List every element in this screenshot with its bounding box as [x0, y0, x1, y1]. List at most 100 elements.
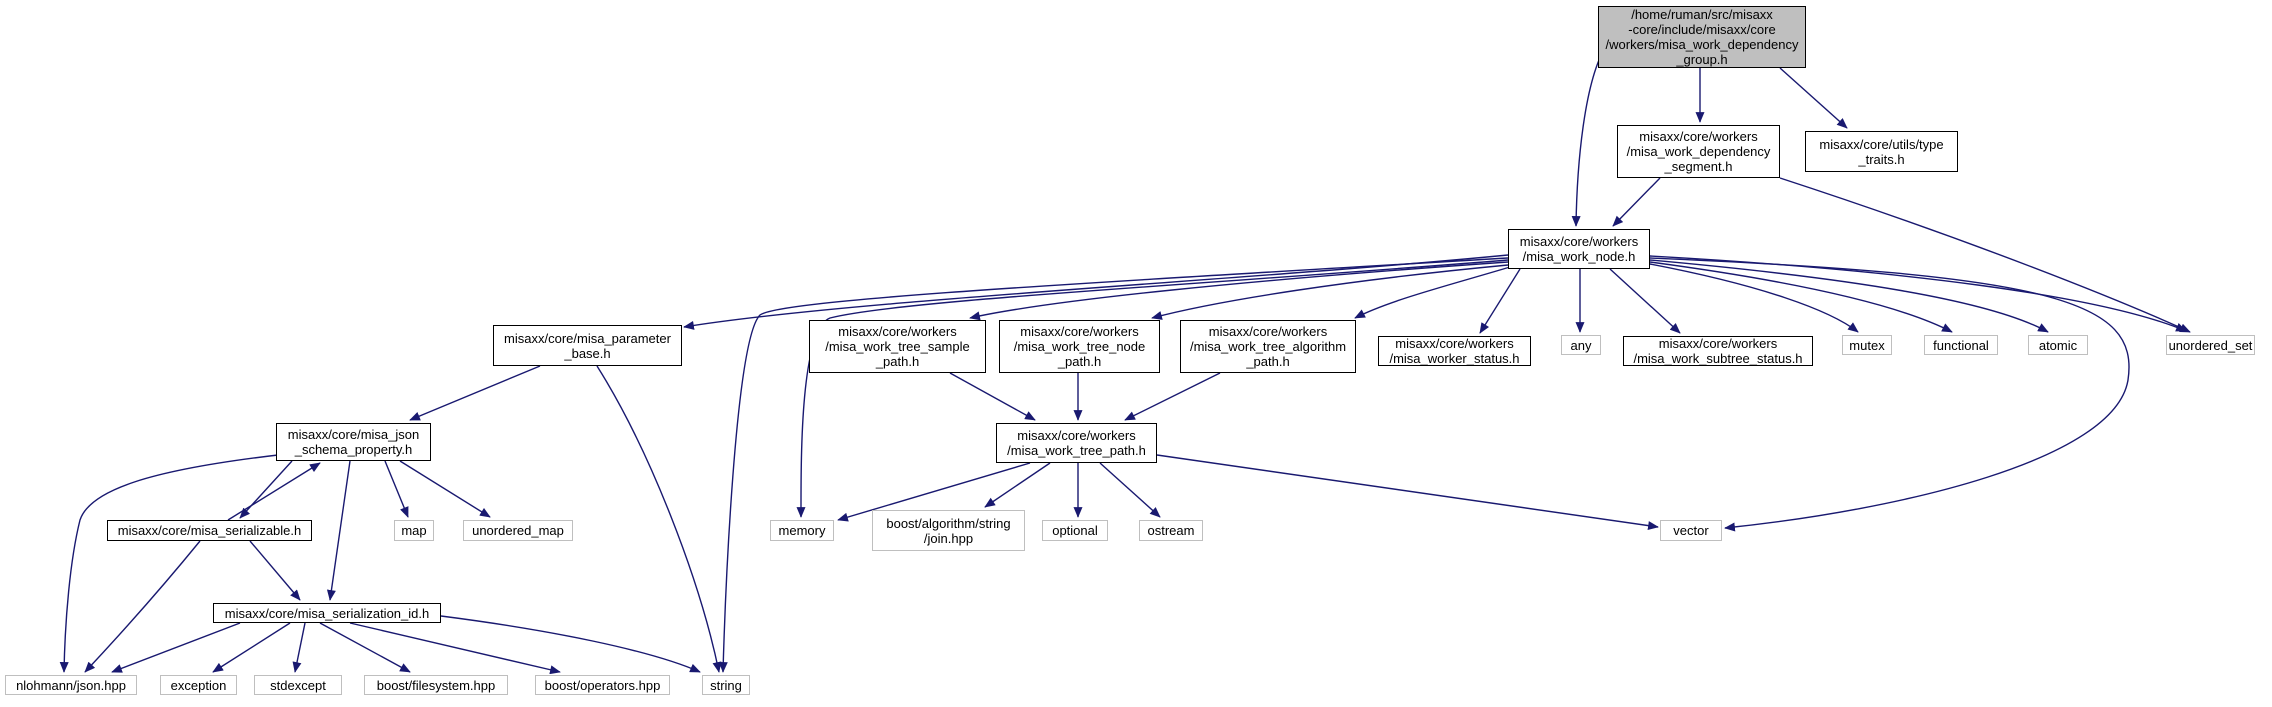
node-param-base[interactable]: misaxx/core/misa_parameter_base.h: [493, 325, 682, 366]
node-subtree-status[interactable]: misaxx/core/workers/misa_work_subtree_st…: [1623, 336, 1813, 366]
edge-dep_segment-to-work_node: [1612, 177, 1661, 227]
node-label-line: boost/filesystem.hpp: [376, 677, 496, 693]
node-label-line: misaxx/core/workers: [1519, 234, 1639, 249]
edge-work_node-to-atomic: [1649, 259, 2049, 333]
node-label-line: boost/algorithm/string: [886, 515, 1011, 531]
node-exception: exception: [160, 675, 237, 695]
node-json-schema[interactable]: misaxx/core/misa_json_schema_property.h: [276, 423, 431, 461]
edge-serializable-to-json_schema: [227, 462, 321, 521]
node-label-line: vector: [1673, 523, 1709, 538]
node-label-line: misaxx/core/utils/type: [1819, 136, 1944, 152]
edge-root-to-type_traits: [1779, 67, 1848, 129]
edge-serialization_id-to-nlohmann: [111, 622, 241, 673]
node-label-line: _traits.h: [1858, 151, 1905, 167]
node-label-line: /misa_work_dependency: [1626, 144, 1771, 159]
edge-sample_path-to-tree_path: [949, 372, 1036, 421]
node-boost-join: boost/algorithm/string/join.hpp: [872, 510, 1025, 551]
node-map: map: [394, 520, 434, 541]
node-label-line: map: [401, 523, 427, 538]
node-label-line: misaxx/core/workers: [1395, 336, 1514, 351]
node-mutex: mutex: [1842, 335, 1892, 355]
edge-tree_path-to-ostream: [1099, 462, 1161, 518]
node-label-line: misaxx/core/workers: [1208, 324, 1328, 339]
node-node-path[interactable]: misaxx/core/workers/misa_work_tree_node_…: [999, 320, 1160, 373]
edge-serializable-to-nlohmann: [84, 540, 201, 673]
edge-json_schema-to-serialization_id: [326, 460, 351, 601]
edge-json_schema-to-map: [384, 460, 409, 518]
node-optional: optional: [1042, 520, 1108, 541]
node-label-line: string: [710, 677, 742, 693]
node-stdexcept: stdexcept: [254, 675, 342, 695]
node-label-line: exception: [170, 677, 227, 693]
node-root[interactable]: /home/ruman/src/misaxx-core/include/misa…: [1598, 6, 1806, 68]
edge-tree_path-to-vector: [1156, 454, 1659, 531]
node-label-line: atomic: [2038, 337, 2078, 353]
node-label-line: _schema_property.h: [294, 442, 413, 457]
edge-work_node-to-vector: [1649, 257, 2130, 532]
node-boost-fs: boost/filesystem.hpp: [364, 675, 508, 695]
edge-json_schema-to-serializable: [239, 460, 293, 519]
node-label-line: /home/ruman/src/misaxx: [1631, 7, 1773, 22]
edge-tree_path-to-boost_join: [984, 462, 1051, 508]
node-label-line: optional: [1052, 523, 1098, 538]
node-any: any: [1561, 335, 1601, 355]
node-label-line: -core/include/misaxx/core: [1628, 22, 1776, 37]
edge-serialization_id-to-stdexcept: [292, 622, 306, 673]
node-dep-segment[interactable]: misaxx/core/workers/misa_work_dependency…: [1617, 125, 1780, 178]
node-label-line: _path.h: [875, 354, 920, 369]
node-tree-path[interactable]: misaxx/core/workers/misa_work_tree_path.…: [996, 423, 1157, 463]
node-work-node[interactable]: misaxx/core/workers/misa_work_node.h: [1508, 229, 1650, 269]
node-memory: memory: [770, 520, 834, 541]
edge-param_base-to-string: [596, 365, 722, 673]
node-label-line: ostream: [1147, 523, 1195, 538]
node-label-line: misaxx/core/workers: [1639, 129, 1758, 144]
node-functional: functional: [1924, 335, 1998, 355]
node-label-line: misaxx/core/workers: [838, 324, 957, 339]
node-label-line: _group.h: [1676, 52, 1728, 67]
edge-serialization_id-to-string: [440, 615, 701, 673]
node-serialization-id[interactable]: misaxx/core/misa_serialization_id.h: [213, 603, 441, 623]
edge-algo_path-to-tree_path: [1124, 372, 1221, 421]
node-serializable[interactable]: misaxx/core/misa_serializable.h: [107, 520, 312, 541]
edge-tree_path-to-memory: [837, 462, 1031, 522]
node-label-line: /misa_work_tree_path.h: [1007, 443, 1146, 458]
edge-work_node-to-worker_status: [1479, 268, 1521, 334]
node-label-line: misaxx/core/workers: [1020, 324, 1139, 339]
node-label-line: unordered_set: [2168, 337, 2253, 353]
edge-work_node-to-subtree_status: [1609, 268, 1681, 334]
edge-serialization_id-to-exception: [212, 622, 291, 673]
node-label-line: _segment.h: [1664, 159, 1733, 174]
edge-root-to-work_node: [1571, 45, 1607, 227]
node-label-line: /misa_work_tree_sample: [825, 339, 970, 354]
edge-work_node-to-string: [718, 257, 1509, 673]
edge-json_schema-to-unordered_map: [399, 460, 491, 518]
node-unordered-set: unordered_set: [2166, 335, 2255, 355]
node-label-line: /join.hpp: [923, 530, 974, 546]
node-worker-status[interactable]: misaxx/core/workers/misa_worker_status.h: [1378, 336, 1531, 366]
edge-dep_segment-to-unordered_set: [1779, 177, 2191, 333]
node-label-line: _path.h: [1057, 354, 1102, 369]
node-type-traits[interactable]: misaxx/core/utils/type_traits.h: [1805, 131, 1958, 172]
node-nlohmann: nlohmann/json.hpp: [5, 675, 137, 695]
node-label-line: /misa_work_node.h: [1522, 249, 1636, 264]
edge-work_node-to-algo_path: [1354, 266, 1511, 319]
edge-serialization_id-to-boost_fs: [319, 622, 411, 673]
edge-param_base-to-json_schema: [409, 365, 541, 421]
node-label-line: any: [1570, 337, 1592, 353]
node-string: string: [702, 675, 750, 695]
node-label-line: functional: [1933, 337, 1989, 353]
node-label-line: _base.h: [564, 345, 611, 361]
node-algo-path[interactable]: misaxx/core/workers/misa_work_tree_algor…: [1180, 320, 1356, 373]
node-label-line: /misa_work_subtree_status.h: [1633, 351, 1803, 366]
node-label-line: unordered_map: [472, 523, 564, 538]
node-label-line: /misa_work_tree_node: [1013, 339, 1146, 354]
node-label-line: /workers/misa_work_dependency: [1605, 37, 1799, 52]
edge-work_node-to-sample_path: [969, 261, 1509, 321]
node-atomic: atomic: [2028, 335, 2088, 355]
node-sample-path[interactable]: misaxx/core/workers/misa_work_tree_sampl…: [809, 320, 986, 373]
node-label-line: misaxx/core/workers: [1658, 336, 1778, 351]
node-label-line: /misa_work_tree_algorithm: [1189, 339, 1347, 354]
node-label-line: misaxx/core/workers: [1017, 428, 1136, 443]
node-label-line: /misa_worker_status.h: [1389, 351, 1520, 366]
